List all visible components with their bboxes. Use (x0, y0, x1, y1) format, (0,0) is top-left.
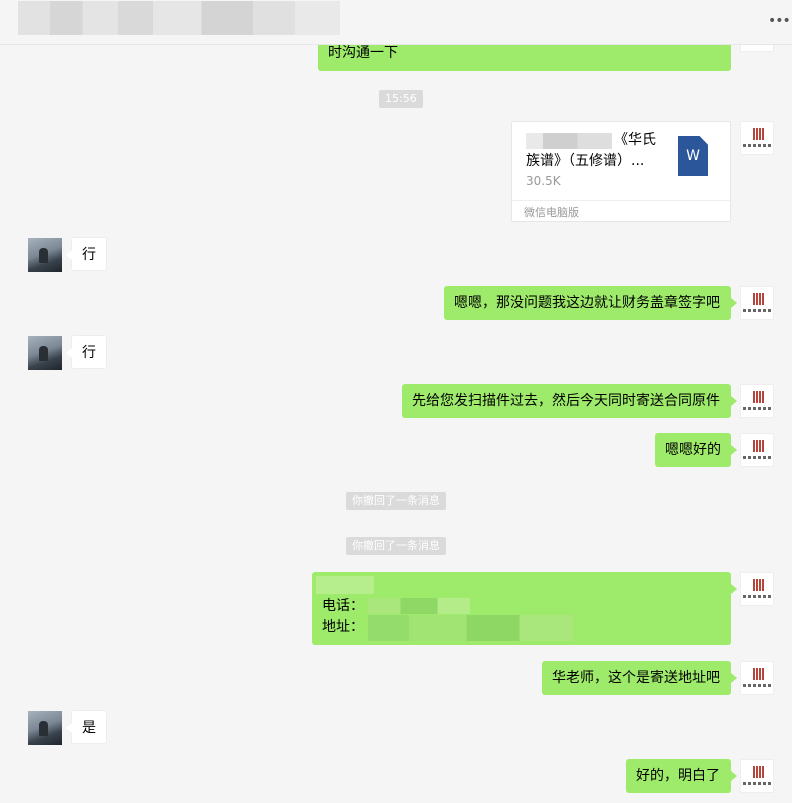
avatar-figure (39, 248, 48, 263)
message-bubble-outgoing[interactable]: 华老师，这个是寄送地址吧 (542, 661, 737, 695)
message-text: 是 (82, 720, 96, 736)
avatar-figure (39, 721, 48, 736)
message-text: 时沟通一下 (328, 45, 398, 61)
message-bubble-outgoing[interactable]: 嗯嗯，那没问题我这边就让财务盖章签字吧 (444, 286, 737, 320)
recall-notice: 你撤回了一条消息 (346, 492, 446, 510)
file-message-card[interactable]: 《华氏族谱》（五修谱）... 30.5K W 微信电脑版 (511, 121, 731, 222)
message-text: 华老师，这个是寄送地址吧 (552, 670, 720, 686)
word-doc-icon: W (678, 136, 708, 176)
logo-mark (753, 579, 765, 591)
logo-mark (753, 440, 765, 452)
my-avatar[interactable] (740, 44, 774, 52)
logo-caption (743, 309, 773, 312)
logo-mark (753, 766, 765, 778)
file-source: 微信电脑版 (524, 206, 579, 219)
logo-caption (743, 456, 773, 459)
message-bubble-outgoing[interactable]: 先给您发扫描件过去，然后今天同时寄送合同原件 (402, 384, 737, 418)
logo-mark (753, 391, 765, 403)
logo-caption (743, 782, 773, 785)
message-text: 行 (82, 247, 96, 263)
my-avatar[interactable] (740, 661, 774, 695)
logo-mark (753, 293, 765, 305)
contact-name-blurred (316, 576, 374, 594)
my-avatar[interactable] (740, 286, 774, 320)
logo-caption (743, 595, 773, 598)
message-bubble-outgoing[interactable]: 时沟通一下 (318, 44, 731, 71)
contact-phone-line: 电话： (322, 596, 721, 617)
file-name: 《华氏族谱》（五修谱）... (526, 132, 656, 169)
contact-avatar[interactable] (28, 336, 62, 370)
phone-blurred (368, 598, 471, 614)
logo-mark (753, 128, 765, 140)
address-blurred (368, 615, 574, 641)
address-label: 地址： (322, 619, 364, 635)
file-name-blurred (526, 133, 612, 149)
message-bubble-incoming[interactable]: 是 (66, 710, 107, 744)
message-text: 嗯嗯，那没问题我这边就让财务盖章签字吧 (454, 295, 720, 311)
message-text: 先给您发扫描件过去，然后今天同时寄送合同原件 (412, 393, 720, 409)
logo-caption (743, 684, 773, 687)
message-bubble-incoming[interactable]: 行 (66, 335, 107, 369)
message-text: 嗯嗯好的 (665, 442, 721, 458)
contact-address-line: 地址： (322, 615, 721, 641)
contact-avatar[interactable] (28, 711, 62, 745)
chat-title-blurred (18, 1, 340, 35)
chat-header: ••• (0, 0, 792, 45)
more-icon[interactable]: ••• (768, 13, 791, 29)
recall-notice: 你撤回了一条消息 (346, 537, 446, 555)
avatar-figure (39, 346, 48, 361)
my-avatar[interactable] (740, 384, 774, 418)
divider (512, 200, 730, 201)
my-avatar[interactable] (740, 121, 774, 155)
timestamp: 15:56 (379, 90, 423, 108)
message-bubble-outgoing[interactable]: 好的，明白了 (626, 759, 737, 793)
my-avatar[interactable] (740, 433, 774, 467)
my-avatar[interactable] (740, 759, 774, 793)
message-bubble-incoming[interactable]: 行 (66, 237, 107, 271)
message-text: 好的，明白了 (636, 768, 720, 784)
contact-avatar[interactable] (28, 238, 62, 272)
my-avatar[interactable] (740, 572, 774, 606)
message-bubble-outgoing-contact[interactable]: 电话： 地址： (312, 572, 737, 645)
message-text: 行 (82, 345, 96, 361)
file-size: 30.5K (526, 174, 561, 188)
phone-label: 电话： (322, 598, 364, 614)
logo-caption (743, 144, 773, 147)
logo-caption (743, 407, 773, 410)
message-bubble-outgoing[interactable]: 嗯嗯好的 (655, 433, 737, 467)
chat-area[interactable]: 时沟通一下 15:56 《华氏族谱》（五修谱）... 30.5K W 微信电脑版… (0, 44, 792, 803)
logo-mark (753, 668, 765, 680)
